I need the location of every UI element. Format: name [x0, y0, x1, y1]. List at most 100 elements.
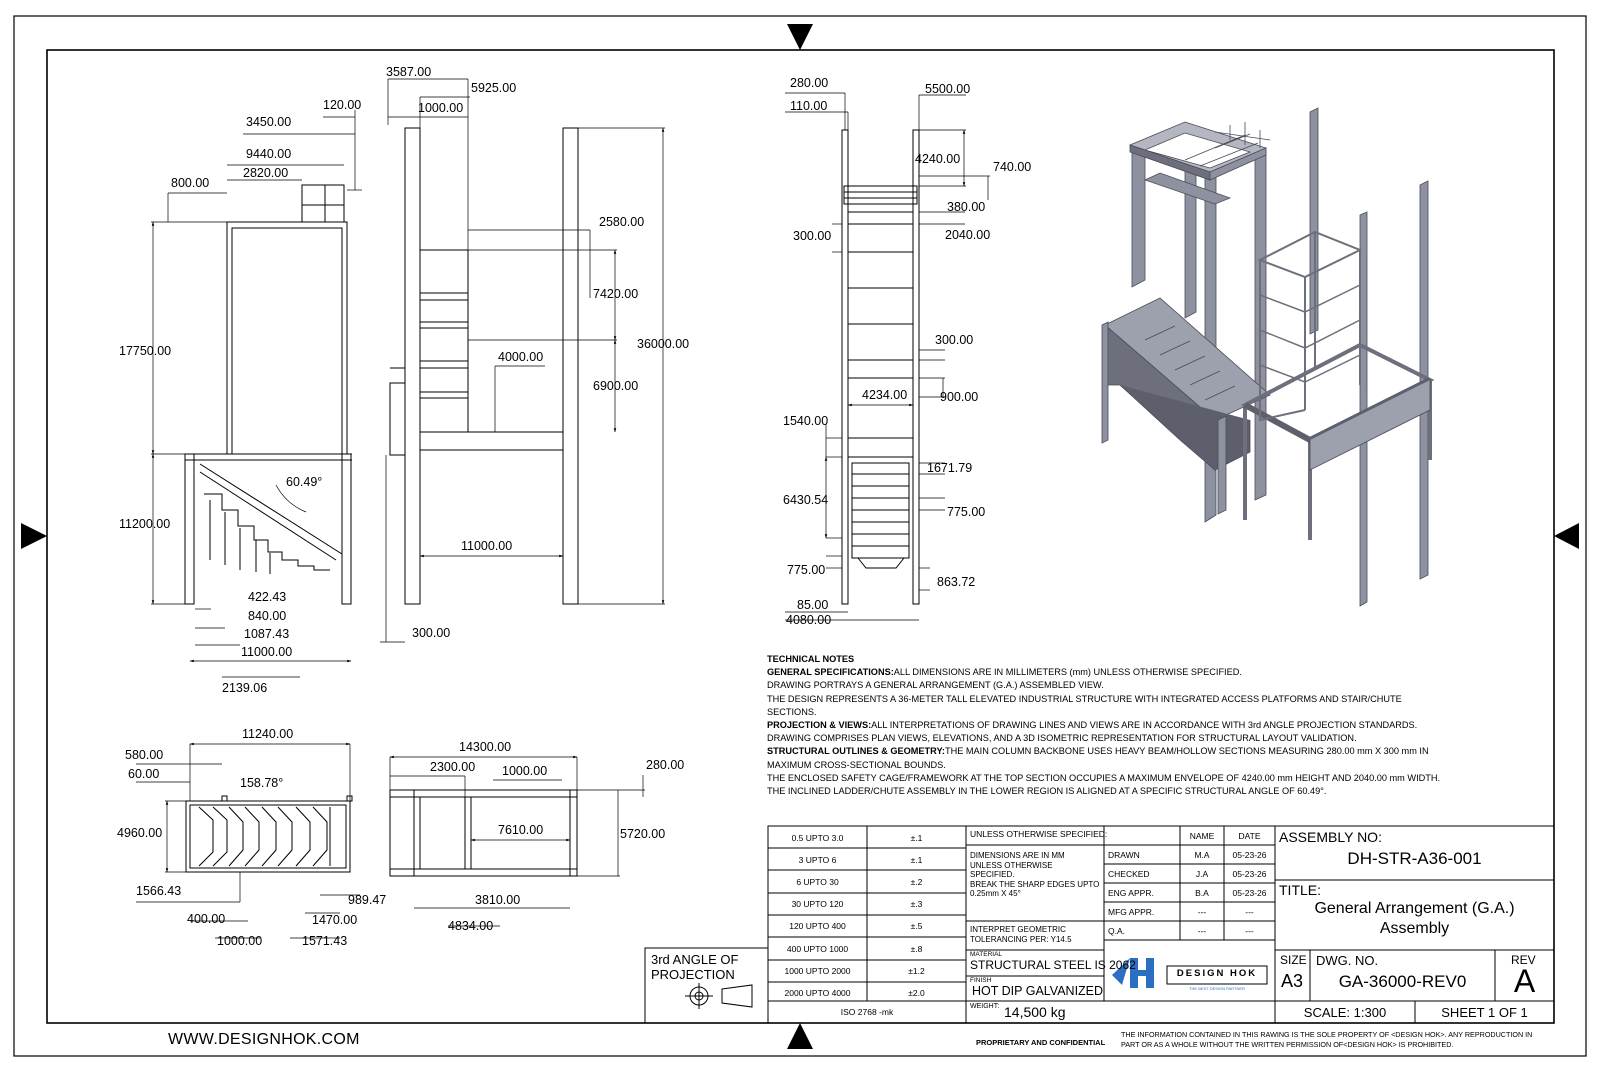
dim-800: 800.00 — [171, 176, 209, 190]
dim-1470: 1470.00 — [312, 913, 357, 927]
note-projection: PROJECTION & VIEWS:ALL INTERPRETATIONS O… — [767, 720, 1418, 731]
tol-range-4: 120 UPTO 400 — [789, 921, 846, 931]
dim-60: 60.00 — [128, 767, 159, 781]
center-mark-left — [21, 523, 47, 549]
dim-1000-plan-right: 1000.00 — [502, 764, 547, 778]
dim-7420: 7420.00 — [593, 287, 638, 301]
note-structural: STRUCTURAL OUTLINES & GEOMETRY:THE MAIN … — [767, 746, 1429, 770]
weight-value: 14,500 kg — [1004, 1004, 1066, 1020]
dim-3587: 3587.00 — [386, 65, 431, 79]
tol-range-0: 0.5 UPTO 3.0 — [791, 833, 844, 843]
dim-108743: 1087.43 — [244, 627, 289, 641]
approval-date-4: --- — [1245, 926, 1254, 936]
isometric-view — [1101, 107, 1435, 607]
logo-tagline: THE BEST DESIGN PARTNER — [1189, 986, 1245, 991]
dim-580: 580.00 — [125, 748, 163, 762]
dim-4834: 4834.00 — [448, 919, 493, 933]
dim-1000-plan: 1000.00 — [217, 934, 262, 948]
approval-role-2: ENG APPR. — [1108, 888, 1154, 898]
outer-border — [13, 15, 1587, 1057]
dwg-no-label: DWG. NO. — [1316, 953, 1379, 968]
dim-4234: 4234.00 — [862, 388, 907, 402]
rev-label: REV — [1511, 953, 1536, 967]
dims-side — [380, 78, 665, 643]
approval-role-0: DRAWN — [1108, 850, 1140, 860]
weight-label: WEIGHT: — [970, 1003, 1000, 1010]
approval-date-2: 05-23-26 — [1232, 888, 1267, 898]
tol-value-2: ±.2 — [910, 877, 923, 887]
dim-42243: 422.43 — [248, 590, 286, 604]
finish-label: FINISH — [970, 977, 992, 984]
dim-167179: 1671.79 — [927, 461, 972, 475]
tol-range-3: 30 UPTO 120 — [791, 899, 844, 909]
unless-specified-heading: UNLESS OTHERWISE SPECIFIED: — [970, 829, 1108, 839]
iso-label: ISO 2768 -mk — [840, 1007, 894, 1017]
website-link[interactable]: WWW.DESIGNHOK.COM — [168, 1031, 360, 1048]
note-general: GENERAL SPECIFICATIONS:ALL DIMENSIONS AR… — [767, 667, 1242, 678]
tol-range-7: 2000 UPTO 4000 — [784, 988, 851, 998]
note-general-3: THE DESIGN REPRESENTS A 36-METER TALL EL… — [767, 693, 1402, 717]
elevation-view-side — [389, 127, 579, 605]
technical-notes: TECHNICAL NOTES GENERAL SPECIFICATIONS:A… — [767, 653, 1447, 798]
dim-300-side: 300.00 — [412, 626, 450, 640]
dim-11000-left: 11000.00 — [241, 645, 292, 659]
dim-3450: 3450.00 — [246, 115, 291, 129]
tol-value-7: ±2.0 — [908, 988, 925, 998]
dim-85: 85.00 — [797, 598, 828, 612]
approvals-date-header: DATE — [1238, 831, 1261, 841]
logo-wordmark: DESIGN HOK — [1176, 968, 1258, 979]
dim-120: 120.00 — [323, 98, 361, 112]
note-general-2: DRAWING PORTRAYS A GENERAL ARRANGEMENT (… — [767, 680, 1104, 691]
dim-840: 840.00 — [248, 609, 286, 623]
approval-name-2: B.A — [1195, 888, 1209, 898]
dim-11240: 11240.00 — [242, 727, 293, 741]
dwg-number: GA-36000-REV0 — [1338, 972, 1467, 991]
dim-1540: 1540.00 — [783, 414, 828, 428]
dim-4960: 4960.00 — [117, 826, 162, 840]
dim-7610: 7610.00 — [498, 823, 543, 837]
sheet-number: SHEET 1 OF 1 — [1441, 1005, 1528, 1020]
dim-643054: 6430.54 — [783, 493, 828, 507]
assembly-label: ASSEMBLY NO: — [1279, 829, 1382, 845]
approvals-name-header: NAME — [1189, 831, 1215, 841]
approval-date-1: 05-23-26 — [1232, 869, 1267, 879]
dim-98947: 989.47 — [348, 893, 386, 907]
dim-5720: 5720.00 — [620, 827, 665, 841]
dim-angle-6049: 60.49° — [286, 475, 322, 489]
plan-view-left — [185, 795, 353, 873]
notes-title: TECHNICAL NOTES — [767, 654, 855, 664]
center-mark-right — [1554, 523, 1579, 549]
tol-range-1: 3 UPTO 6 — [798, 855, 837, 865]
tol-range-2: 6 UPTO 30 — [796, 877, 839, 887]
approval-role-1: CHECKED — [1108, 869, 1150, 879]
dim-380: 380.00 — [947, 200, 985, 214]
size-value: A3 — [1281, 971, 1304, 991]
proprietary-text: THE INFORMATION CONTAINED IN THIS RAWING… — [1121, 1030, 1533, 1049]
approval-role-3: MFG APPR. — [1108, 907, 1155, 917]
dim-2300: 2300.00 — [430, 760, 475, 774]
material-value: STRUCTURAL STEEL IS 2062 — [970, 958, 1136, 972]
title-label: TITLE: — [1279, 882, 1322, 898]
dim-2040: 2040.00 — [945, 228, 990, 242]
assembly-number: DH-STR-A36-001 — [1347, 849, 1482, 868]
scale: SCALE: 1:300 — [1303, 1005, 1387, 1020]
dim-14300: 14300.00 — [459, 740, 511, 754]
center-mark-bottom — [787, 1023, 813, 1049]
dim-4080: 4080.00 — [786, 613, 831, 627]
dims-plan-left — [136, 742, 360, 939]
dim-900: 900.00 — [940, 390, 978, 404]
proprietary-label: PROPRIETARY AND CONFIDENTIAL — [976, 1038, 1106, 1047]
approval-name-3: --- — [1197, 907, 1207, 917]
elevation-view-front — [841, 129, 920, 605]
approval-date-3: --- — [1245, 907, 1254, 917]
approval-name-4: --- — [1197, 926, 1207, 936]
dims-front — [785, 92, 990, 621]
elevation-view-left — [184, 184, 352, 605]
dim-3810: 3810.00 — [475, 893, 520, 907]
dim-86372: 863.72 — [937, 575, 975, 589]
rev-value: A — [1513, 963, 1536, 999]
center-mark-top — [787, 24, 813, 50]
tol-range-5: 400 UPTO 1000 — [786, 944, 849, 954]
